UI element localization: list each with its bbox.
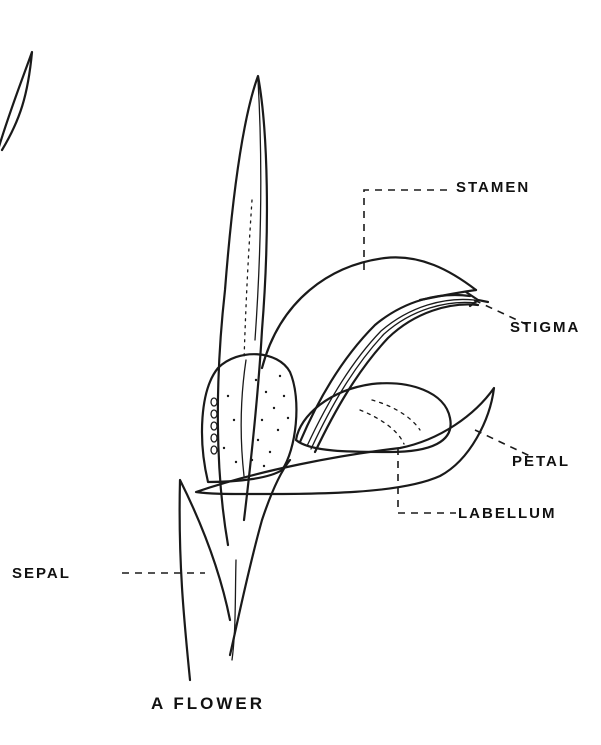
partial-leaf [0,52,32,150]
label-sepal: SEPAL [12,565,71,582]
label-stamen: STAMEN [456,179,530,196]
petal [196,388,494,494]
label-stigma: STIGMA [510,319,580,336]
label-labellum: LABELLUM [458,505,557,522]
anther-dots [223,375,289,467]
anther [202,354,296,482]
diagram-caption: A FLOWER [151,694,265,713]
label-petal: PETAL [512,453,570,470]
stigma [300,292,488,452]
upper-sepal [218,76,267,545]
anther-ovules [211,398,217,454]
